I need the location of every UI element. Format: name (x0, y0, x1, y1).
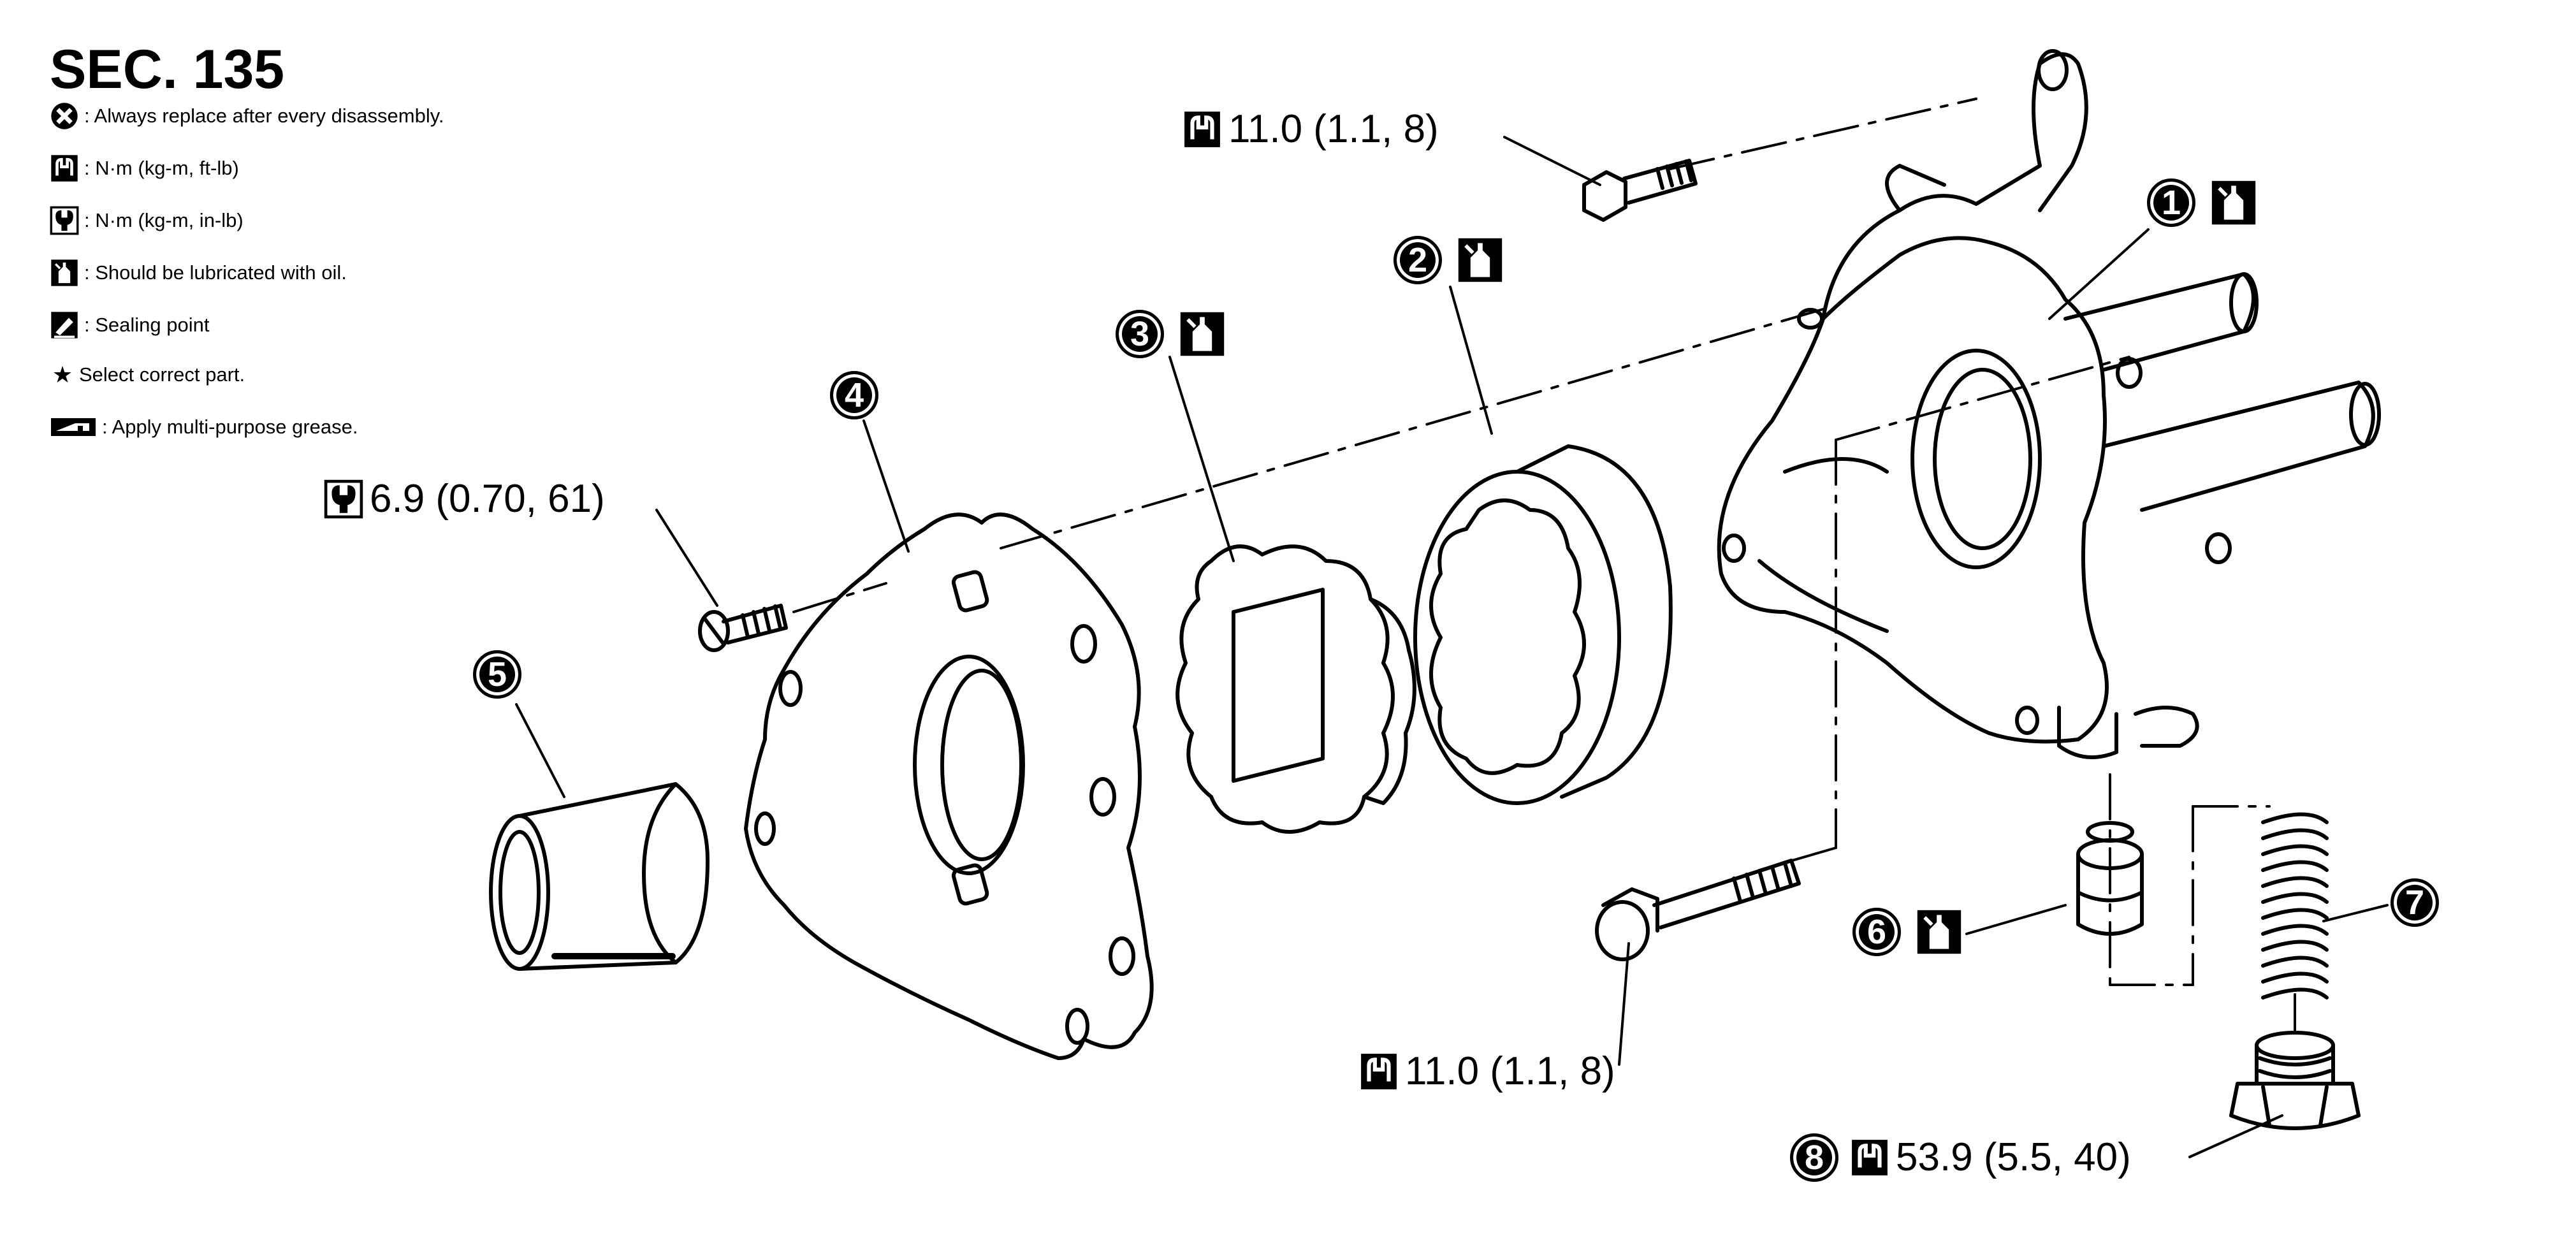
callout-8: 8 53.9 (5.5, 40) (1790, 1133, 2131, 1182)
grease-icon (50, 416, 97, 439)
callout-1: 1 (2147, 178, 2258, 227)
sealant-icon (50, 310, 79, 340)
part-7-spring (2261, 812, 2329, 1000)
torque-cover-screw: 6.9 (0.70, 61) (324, 479, 605, 519)
legend-item-oil: : Should be lubricated with oil. (50, 255, 347, 291)
leader-lines (515, 136, 2389, 1158)
callout-4: 4 (830, 371, 878, 419)
part-5-bushing (489, 782, 709, 971)
legend-item-grease: : Apply multi-purpose grease. (50, 409, 358, 445)
part-3-inner-rotor (1175, 544, 1416, 834)
torque-value: 11.0 (1.1, 8) (1405, 1049, 1615, 1093)
callout-number: 4 (830, 371, 878, 419)
part-8-plug (2229, 1031, 2361, 1130)
legend-item-select-part: ★ Select correct part. (50, 357, 245, 393)
legend-item-sealing: : Sealing point (50, 307, 209, 343)
part-6-relief-valve (2076, 821, 2144, 936)
torque-value: 53.9 (5.5, 40) (1896, 1135, 2131, 1179)
torque-wrench-inlb-icon (50, 206, 79, 235)
oil-can-icon (1178, 310, 1226, 358)
torque-wrench-ftlb-icon (1850, 1138, 1889, 1177)
legend-item-text: : N·m (kg-m, ft-lb) (84, 157, 239, 179)
bolt-top (1582, 159, 1698, 222)
torque-value: 6.9 (0.70, 61) (370, 477, 605, 521)
legend-item-torque-inlb: : N·m (kg-m, in-lb) (50, 203, 244, 238)
star-icon: ★ (52, 361, 73, 388)
section-title: SEC. 135 (50, 39, 285, 100)
callout-number: 1 (2147, 178, 2195, 227)
screw-cover (698, 604, 788, 652)
callout-7: 7 (2390, 878, 2439, 927)
torque-wrench-ftlb-icon (50, 154, 79, 183)
legend-item-text: : Should be lubricated with oil. (84, 261, 347, 284)
oil-can-icon (1915, 908, 1963, 956)
callout-number: 5 (473, 650, 521, 699)
oil-can-icon (2209, 178, 2258, 227)
legend-item-torque-ftlb: : N·m (kg-m, ft-lb) (50, 150, 239, 186)
callout-6: 6 (1852, 908, 1963, 956)
torque-value: 11.0 (1.1, 8) (1228, 107, 1439, 151)
callout-5: 5 (473, 650, 521, 699)
bolt-lower (1595, 859, 1801, 961)
callout-number: 7 (2390, 878, 2439, 927)
callout-number: 3 (1116, 310, 1164, 358)
legend-item-text: Select correct part. (79, 363, 245, 386)
legend-item-text: : Apply multi-purpose grease. (102, 416, 358, 438)
oil-can-icon (50, 258, 79, 287)
legend-item-replace: : Always replace after every disassembly… (50, 98, 444, 134)
legend-item-text: : Sealing point (84, 314, 210, 336)
callout-2: 2 (1394, 236, 1504, 284)
callout-3: 3 (1116, 310, 1226, 358)
legend-item-text: : Always replace after every disassembly… (84, 105, 444, 127)
callout-number: 2 (1394, 236, 1442, 284)
part-1-pump-body (1717, 49, 2381, 759)
replace-x-icon (50, 101, 79, 131)
torque-wrench-ftlb-icon (1359, 1052, 1399, 1091)
oil-can-icon (1456, 236, 1504, 284)
assembly-centerline (792, 98, 2296, 1034)
torque-wrench-inlb-icon (324, 479, 363, 519)
callout-number: 8 (1790, 1133, 1838, 1182)
torque-top-bolt: 11.0 (1.1, 8) (1182, 110, 1439, 149)
legend-item-text: : N·m (kg-m, in-lb) (84, 209, 244, 231)
part-4-cover-plate (744, 513, 1154, 1060)
torque-wrench-ftlb-icon (1182, 110, 1222, 149)
callout-number: 6 (1852, 908, 1901, 956)
part-2-outer-rotor (1413, 444, 1673, 805)
torque-lower-bolt: 11.0 (1.1, 8) (1359, 1052, 1615, 1091)
torque-plug: 53.9 (5.5, 40) (1850, 1138, 2131, 1177)
